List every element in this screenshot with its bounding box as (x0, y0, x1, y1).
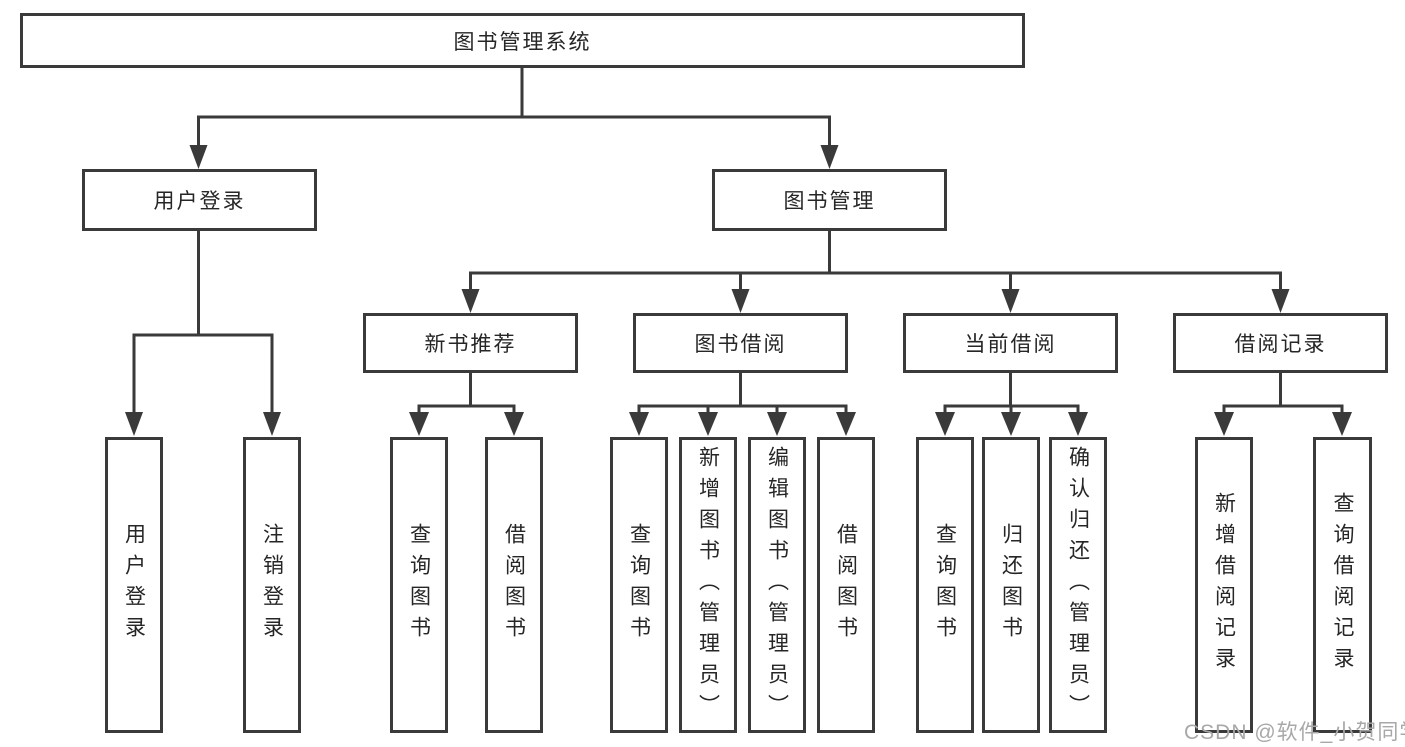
node-label: 用户登录 (153, 190, 246, 213)
node-label: 归还图书 (999, 523, 1023, 647)
node-book-management: 图书管理 (712, 169, 947, 231)
node-label: 借阅记录 (1234, 333, 1327, 356)
leaf-logout: 注销登录 (243, 437, 301, 733)
node-label: 新增图书（管理员） (696, 445, 720, 725)
leaf-query-books-borrow: 查询图书 (610, 437, 668, 733)
leaf-query-books-recommend: 查询图书 (390, 437, 448, 733)
leaf-query-borrow-record: 查询借阅记录 (1313, 437, 1372, 733)
leaf-query-books-current: 查询图书 (916, 437, 974, 733)
node-label: 新增借阅记录 (1212, 492, 1236, 678)
node-book-borrow: 图书借阅 (633, 313, 848, 373)
leaf-user-login: 用户登录 (105, 437, 163, 733)
node-label: 用户登录 (122, 523, 146, 647)
leaf-return-books: 归还图书 (982, 437, 1040, 733)
watermark: CSDN @软件_小贺同学 (1184, 721, 1405, 744)
node-label: 图书管理系统 (453, 30, 592, 54)
leaf-borrow-books: 借阅图书 (817, 437, 875, 733)
node-label: 查询图书 (627, 523, 651, 647)
leaf-confirm-return-admin: 确认归还（管理员） (1049, 437, 1107, 733)
leaf-edit-book-admin: 编辑图书（管理员） (748, 437, 806, 733)
node-user-login: 用户登录 (82, 169, 317, 231)
node-label: 借阅图书 (834, 523, 858, 647)
node-current-borrow: 当前借阅 (903, 313, 1118, 373)
node-label: 编辑图书（管理员） (765, 445, 789, 725)
node-root: 图书管理系统 (20, 13, 1025, 68)
node-label: 查询图书 (407, 523, 431, 647)
node-label: 新书推荐 (424, 333, 517, 356)
node-label: 图书管理 (783, 190, 876, 213)
node-borrow-records: 借阅记录 (1173, 313, 1388, 373)
node-label: 查询借阅记录 (1331, 492, 1354, 678)
leaf-borrow-books-recommend: 借阅图书 (485, 437, 543, 733)
node-label: 查询图书 (933, 523, 957, 647)
node-label: 确认归还（管理员） (1066, 445, 1090, 725)
node-label: 当前借阅 (964, 333, 1057, 356)
node-label: 图书借阅 (694, 333, 787, 356)
leaf-add-borrow-record: 新增借阅记录 (1195, 437, 1253, 733)
leaf-add-book-admin: 新增图书（管理员） (679, 437, 737, 733)
node-new-book-recommend: 新书推荐 (363, 313, 578, 373)
node-label: 借阅图书 (502, 523, 526, 647)
node-label: 注销登录 (260, 523, 284, 647)
